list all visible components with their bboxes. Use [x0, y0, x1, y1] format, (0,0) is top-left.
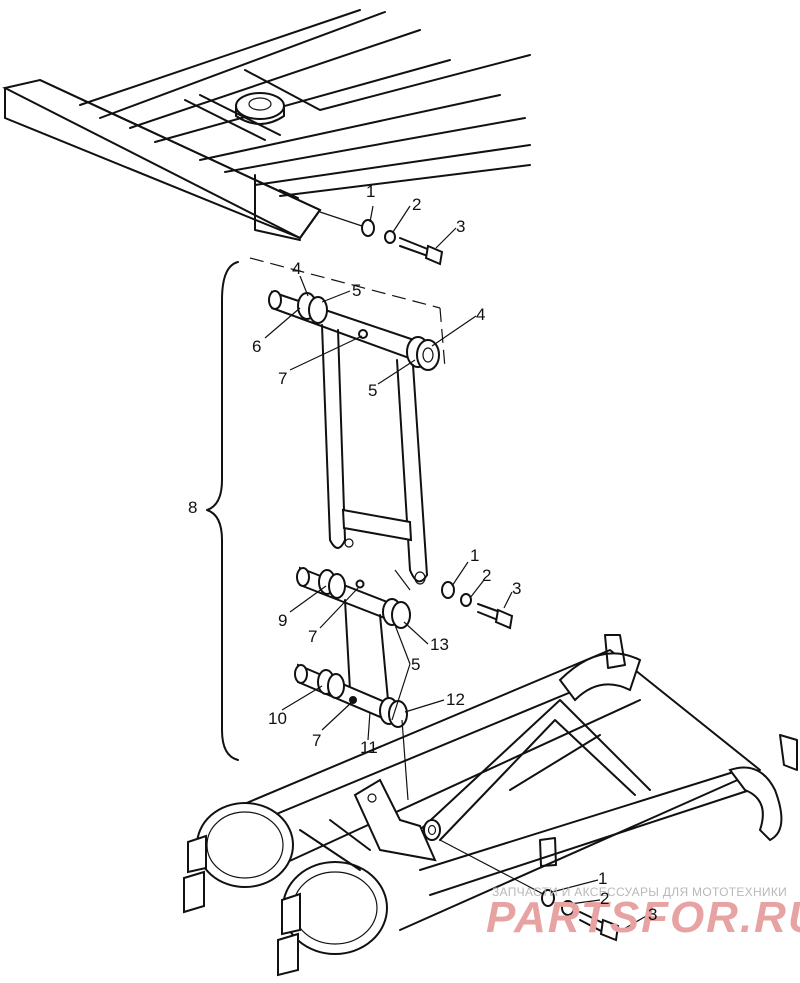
callout-3-bottom: 3 — [648, 905, 657, 924]
bottom-fastener-set — [439, 839, 649, 942]
lockwasher-icon — [384, 230, 396, 244]
callout-11: 11 — [360, 738, 378, 757]
leader-lines — [264, 275, 477, 741]
callout-5-left: 5 — [352, 281, 361, 300]
callout-labels: 1 2 3 4 5 6 7 4 5 8 1 2 3 9 7 13 5 10 7 … — [188, 182, 657, 924]
washer-icon — [441, 581, 455, 599]
callout-13: 13 — [430, 635, 449, 654]
callout-6: 6 — [252, 337, 261, 356]
callout-1-top: 1 — [366, 182, 375, 201]
bolt-icon — [399, 237, 431, 257]
lockwasher-icon — [561, 900, 575, 916]
callout-3-top: 3 — [456, 217, 465, 236]
callout-2-bottom: 2 — [600, 889, 609, 908]
callout-7-lower: 7 — [312, 731, 321, 750]
callout-1-bottom: 1 — [598, 869, 607, 888]
callout-7-mid: 7 — [308, 627, 317, 646]
lower-shaft-a — [296, 566, 411, 701]
mid-fastener-set — [441, 561, 514, 630]
lockwasher-icon — [460, 593, 472, 607]
callout-5-right: 5 — [368, 381, 377, 400]
watermark: ЗАПЧАСТИ И АКСЕССУАРЫ ДЛЯ МОТОТЕХНИКИ PA… — [486, 885, 800, 942]
top-fastener-set — [319, 205, 457, 266]
upper-arm-assembly — [249, 257, 446, 591]
chassis-frame — [2, 9, 531, 241]
lower-shaft-b — [294, 663, 409, 801]
callout-2-top: 2 — [412, 195, 421, 214]
assembly-brace — [206, 261, 239, 761]
watermark-tagline: ЗАПЧАСТИ И АКСЕССУАРЫ ДЛЯ МОТОТЕХНИКИ — [492, 885, 787, 899]
callout-7-upper: 7 — [278, 369, 287, 388]
callout-5-lower: 5 — [411, 655, 420, 674]
bolt-icon — [477, 603, 501, 621]
watermark-brand: PARTSFOR.RU — [486, 893, 800, 942]
callout-1-mid: 1 — [470, 546, 479, 565]
rear-suspension-frame — [183, 634, 798, 977]
callout-2-mid: 2 — [482, 566, 491, 585]
callout-10: 10 — [268, 709, 287, 728]
callout-4-right: 4 — [476, 305, 485, 324]
callout-4-left: 4 — [292, 259, 301, 278]
washer-icon — [361, 219, 375, 237]
bolt-icon — [579, 911, 606, 933]
callout-8: 8 — [188, 498, 197, 517]
callout-3-mid: 3 — [512, 579, 521, 598]
washer-icon — [541, 889, 555, 907]
callout-12: 12 — [446, 690, 465, 709]
callout-9: 9 — [278, 611, 287, 630]
